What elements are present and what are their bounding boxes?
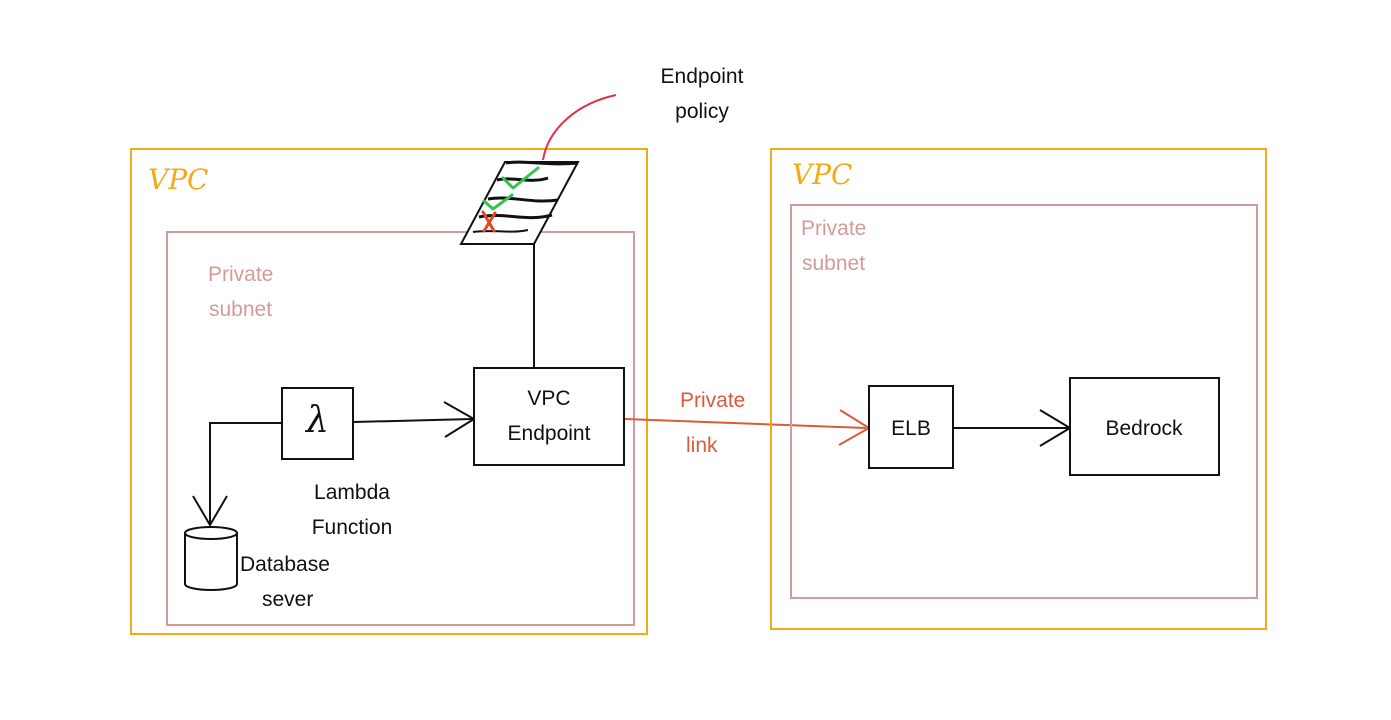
elb-label: ELB: [891, 417, 931, 440]
vpc-endpoint-label-line2: Endpoint: [508, 422, 591, 445]
endpoint-policy-label-line2: policy: [675, 100, 729, 123]
bedrock-label: Bedrock: [1105, 417, 1183, 440]
database-label-line1: Database: [240, 553, 330, 576]
database-label-line2: sever: [262, 588, 313, 611]
left-subnet-label-line1: Private: [208, 263, 273, 286]
lambda-to-database-arrow: [192, 422, 282, 527]
private-link-arrow: [624, 409, 871, 446]
allow-check-icon: [482, 193, 514, 211]
database-icon: [184, 526, 238, 591]
endpoint-policy-label-line1: Endpoint: [661, 65, 744, 88]
deny-cross-icon: [481, 210, 497, 233]
left-private-subnet-boundary: [166, 231, 635, 626]
left-vpc-boundary: [130, 148, 648, 635]
right-subnet-label-line1: Private: [801, 217, 866, 240]
lambda-function-box: [281, 387, 354, 460]
right-private-subnet-boundary: [790, 204, 1258, 599]
elb-box: [868, 385, 954, 469]
private-link-label-line2: link: [686, 434, 718, 457]
lambda-label-line1: Lambda: [314, 481, 390, 504]
left-vpc-label: VPC: [148, 163, 208, 196]
lambda-icon: λ: [304, 400, 329, 441]
left-subnet-label-line2: subnet: [209, 298, 272, 321]
vpc-endpoint-box: [473, 367, 625, 466]
elb-to-bedrock-arrow: [953, 409, 1072, 447]
right-vpc-boundary: [770, 148, 1267, 630]
bedrock-box: [1069, 377, 1220, 476]
right-subnet-label-line2: subnet: [802, 252, 865, 275]
lambda-label-line2: Function: [312, 516, 393, 539]
allow-check-icon: [501, 166, 540, 190]
vpc-endpoint-label-line1: VPC: [527, 387, 570, 410]
policy-label-connector: [542, 94, 617, 161]
private-link-label-line1: Private: [680, 389, 745, 412]
lambda-to-endpoint-arrow: [353, 401, 476, 438]
right-vpc-label: VPC: [792, 158, 852, 191]
